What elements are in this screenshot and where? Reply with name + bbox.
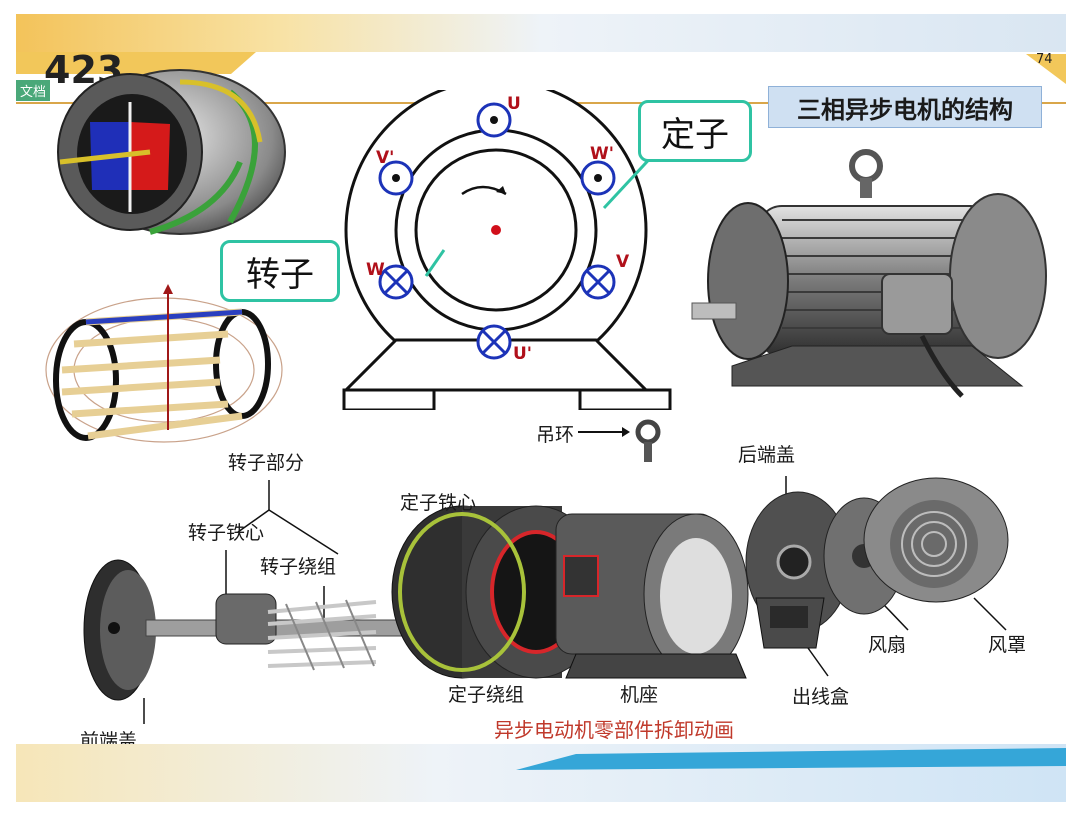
stator-callout: 定子 — [638, 100, 752, 162]
assembled-motor-illustration — [691, 149, 1047, 398]
coil-label-u-prime: U' — [513, 344, 533, 364]
coil-u-icon — [476, 102, 512, 138]
coil-u-prime-icon — [476, 324, 512, 360]
rotor-pointer — [424, 249, 446, 277]
stator-core-label: 定子铁心 — [400, 492, 477, 514]
stator-winding-label: 定子绕组 — [448, 684, 525, 706]
rotor-part-label: 转子部分 — [228, 452, 305, 474]
top-banner — [16, 14, 1066, 74]
slide: 423 文档 74 三相异步电机的结构 U V' W' W V U' 定子 转子 — [16, 14, 1066, 802]
stator-cross-section — [342, 90, 672, 410]
fan-label: 风扇 — [868, 634, 907, 656]
bottom-banner — [16, 744, 1066, 802]
terminal-box-label: 出线盒 — [792, 686, 850, 708]
coil-label-u: U — [507, 94, 521, 114]
coil-v-icon — [580, 264, 616, 300]
stator-field-illustration — [57, 69, 286, 235]
coil-label-v: V — [616, 252, 630, 272]
coil-label-w: W — [366, 260, 385, 280]
coil-label-w-prime: W' — [590, 144, 614, 164]
slide-title: 三相异步电机的结构 — [768, 86, 1042, 128]
rotor-center-dot — [491, 225, 501, 235]
fan-cover-label: 风罩 — [988, 634, 1027, 656]
rotor-callout: 转子 — [220, 240, 340, 302]
frame-label: 机座 — [620, 684, 659, 706]
corner-shape — [1026, 54, 1066, 84]
slide-number: 74 — [1036, 52, 1053, 67]
lifting-ring-icon — [578, 419, 661, 462]
lifting-ring-label: 吊环 — [536, 424, 575, 446]
exploded-view-illustration — [83, 476, 1009, 724]
coil-w-prime-icon — [580, 160, 616, 196]
rotor-core-label: 转子铁心 — [188, 522, 265, 544]
rotor-winding-label: 转子绕组 — [260, 556, 337, 578]
rear-end-cover-label: 后端盖 — [738, 444, 796, 466]
doc-tag: 文档 — [16, 80, 51, 101]
coil-label-v-prime: V' — [376, 148, 395, 168]
coil-v-prime-icon — [378, 160, 414, 196]
coil-w-icon — [378, 264, 414, 300]
squirrel-cage-illustration — [45, 284, 283, 443]
caption: 异步电动机零部件拆卸动画 — [494, 718, 734, 742]
